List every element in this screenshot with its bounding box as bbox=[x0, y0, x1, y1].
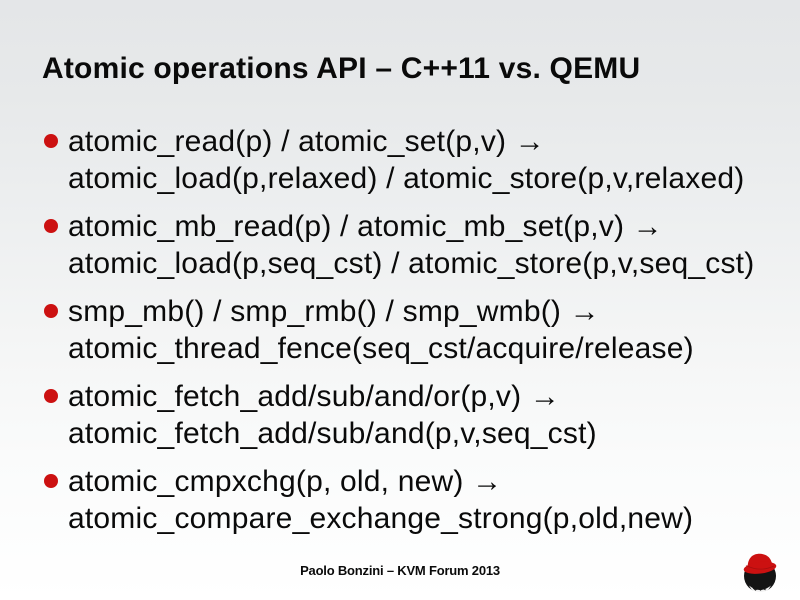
footer-text: Paolo Bonzini – KVM Forum 2013 bbox=[300, 563, 500, 578]
bullet-line2: atomic_fetch_add/sub/and(p,v,seq_cst) bbox=[68, 417, 597, 450]
bullet-line1: smp_mb() / smp_rmb() / smp_wmb() → bbox=[68, 295, 600, 328]
bullet-icon bbox=[44, 389, 58, 403]
list-item: atomic_mb_read(p) / atomic_mb_set(p,v) →… bbox=[44, 208, 784, 282]
redhat-shadowman-icon bbox=[743, 553, 777, 593]
bullet-icon bbox=[44, 219, 58, 233]
bullet-line2: atomic_load(p,seq_cst) / atomic_store(p,… bbox=[68, 247, 755, 280]
bullet-line2: atomic_load(p,relaxed) / atomic_store(p,… bbox=[68, 162, 745, 195]
bullet-line1: atomic_read(p) / atomic_set(p,v) → bbox=[68, 125, 545, 158]
bullet-list: atomic_read(p) / atomic_set(p,v) → atomi… bbox=[44, 123, 784, 548]
bullet-icon bbox=[44, 304, 58, 318]
bullet-line1: atomic_cmpxchg(p, old, new) → bbox=[68, 465, 503, 498]
bullet-icon bbox=[44, 134, 58, 148]
bullet-icon bbox=[44, 474, 58, 488]
bullet-line1: atomic_mb_read(p) / atomic_mb_set(p,v) → bbox=[68, 210, 663, 243]
bullet-line1: atomic_fetch_add/sub/and/or(p,v) → bbox=[68, 380, 561, 413]
list-item: atomic_read(p) / atomic_set(p,v) → atomi… bbox=[44, 123, 784, 197]
bullet-line2: atomic_compare_exchange_strong(p,old,new… bbox=[68, 502, 694, 535]
list-item: atomic_fetch_add/sub/and/or(p,v) → atomi… bbox=[44, 378, 784, 452]
list-item: smp_mb() / smp_rmb() / smp_wmb() → atomi… bbox=[44, 293, 784, 367]
page-title: Atomic operations API – C++11 vs. QEMU bbox=[42, 52, 641, 85]
list-item: atomic_cmpxchg(p, old, new) → atomic_com… bbox=[44, 463, 784, 537]
bullet-line2: atomic_thread_fence(seq_cst/acquire/rele… bbox=[68, 332, 694, 365]
